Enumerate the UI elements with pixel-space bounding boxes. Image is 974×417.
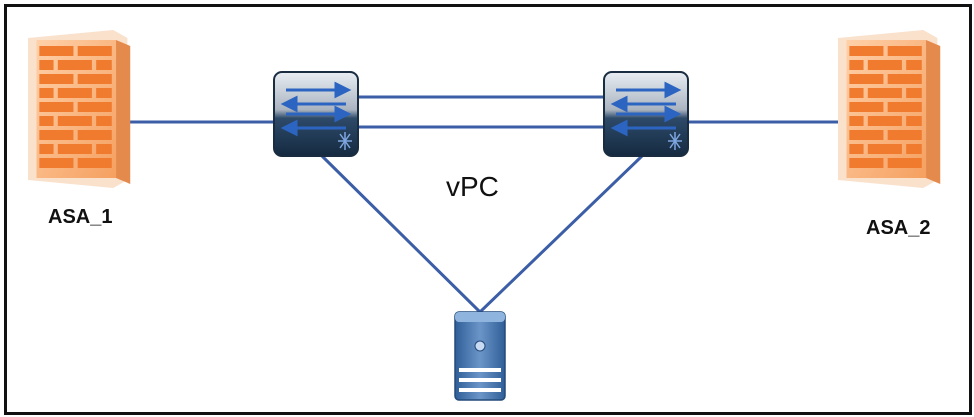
asa1-label: ASA_1 — [48, 206, 113, 228]
asa2-label: ASA_2 — [866, 217, 931, 239]
firewall-icon — [838, 30, 941, 188]
switch-icon — [602, 70, 690, 158]
links — [128, 95, 838, 314]
link-switch1-server — [320, 154, 482, 314]
server-icon — [454, 311, 506, 401]
firewall-icon — [28, 30, 131, 188]
vpc-label: vPC — [446, 171, 499, 202]
link-switch2-server — [478, 154, 644, 314]
switch-icon — [272, 70, 360, 158]
